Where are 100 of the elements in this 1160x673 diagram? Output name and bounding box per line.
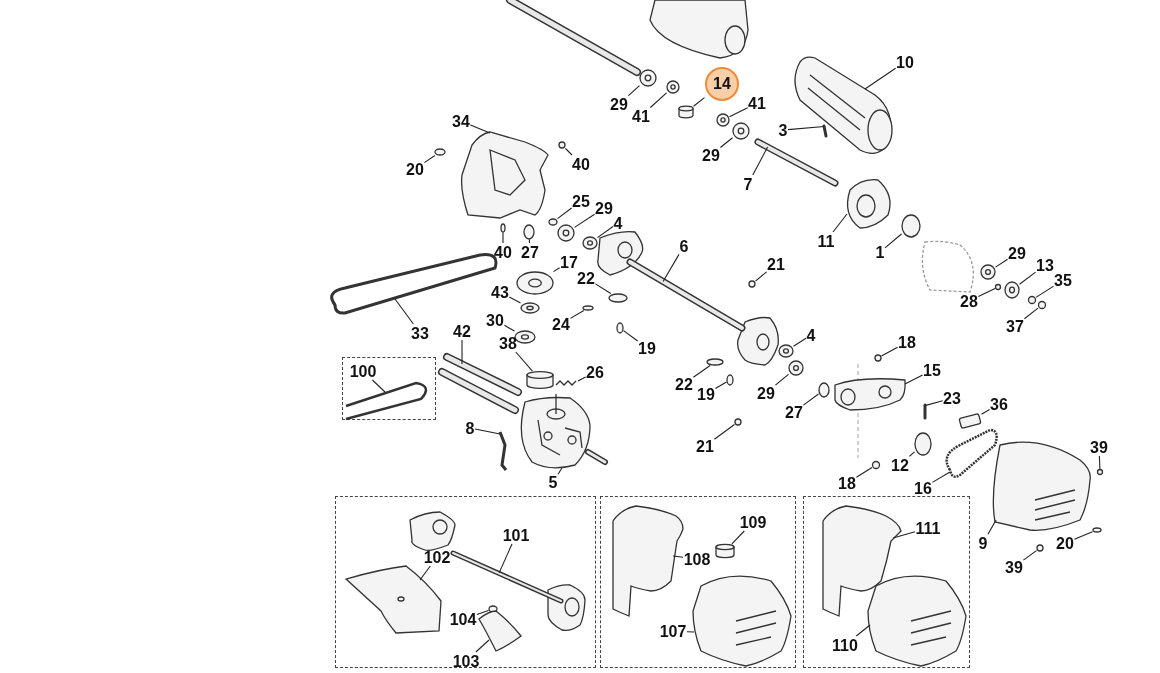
leader-line	[1035, 285, 1055, 298]
leader-line	[754, 271, 768, 282]
clip-icon	[706, 358, 724, 366]
leader-line	[476, 609, 490, 615]
nut-icon	[734, 418, 742, 426]
callout-number: 11	[817, 232, 835, 250]
callout-number: 35	[1054, 271, 1072, 289]
leader-line	[994, 258, 1009, 268]
screw-icon	[1096, 468, 1104, 476]
axle-drawing	[626, 258, 746, 332]
leader-line	[731, 530, 745, 545]
leader-line	[802, 393, 820, 406]
leader-line	[908, 451, 916, 457]
callout-number: 36	[990, 395, 1008, 413]
callout-number: 43	[491, 283, 509, 301]
wheel-hub-drawing	[846, 179, 891, 229]
pin-icon	[582, 305, 594, 311]
pin-icon	[500, 223, 506, 233]
leader-line	[719, 137, 734, 149]
leader-line	[596, 225, 614, 239]
axle-drawing	[450, 550, 564, 604]
pinion-icon	[914, 432, 932, 456]
leader-line	[855, 466, 873, 478]
leader-line	[1023, 307, 1039, 320]
leader-line	[892, 531, 916, 539]
screw-icon	[874, 354, 882, 362]
callout-number: 109	[739, 513, 767, 531]
callout-number: 6	[679, 237, 689, 255]
callout-number: 37	[1006, 317, 1024, 335]
callout-number: 29	[757, 384, 775, 402]
leader-line	[884, 233, 903, 249]
callout-number: 20	[406, 160, 424, 178]
leader-line	[515, 351, 533, 372]
leader-line	[569, 309, 585, 319]
callout-number: 25	[572, 192, 590, 210]
callout-number: 40	[494, 243, 512, 261]
retaining-ring-icon	[523, 224, 535, 240]
washer-icon	[716, 113, 730, 127]
leader-line	[672, 555, 684, 558]
leader-line	[556, 207, 573, 220]
bolt-icon	[1092, 527, 1102, 533]
leader-line	[564, 147, 573, 156]
callout-number: 18	[838, 474, 856, 492]
callout-number: 40	[572, 155, 590, 173]
leader-line	[469, 124, 491, 134]
callout-number: 7	[743, 175, 753, 193]
cover-drawing	[612, 505, 684, 617]
callout-number: 103	[452, 652, 480, 670]
bearing-icon	[732, 122, 750, 140]
leader-line	[692, 97, 706, 107]
chain-drawing	[945, 428, 998, 478]
nut-icon	[748, 280, 756, 288]
bracket-drawing	[478, 610, 522, 652]
leader-line	[987, 519, 997, 535]
highlighted-callout-number: 14	[705, 67, 739, 101]
callout-number: 38	[499, 334, 517, 352]
leader-line	[792, 337, 807, 347]
leader-line	[475, 639, 490, 653]
leader-line	[1073, 531, 1094, 540]
leader-line	[728, 107, 749, 118]
leader-line	[508, 296, 522, 304]
washer-icon	[778, 344, 794, 358]
callout-number: 18	[898, 333, 916, 351]
screw-icon	[871, 460, 881, 470]
leader-line	[498, 543, 513, 574]
leader-line	[864, 67, 897, 90]
leader-line	[904, 374, 924, 385]
leader-line	[1022, 550, 1038, 561]
callout-number: 41	[748, 94, 766, 112]
callout-number: 29	[595, 199, 613, 217]
bracket-drawing	[834, 378, 906, 411]
cover-drawing	[460, 131, 549, 219]
leader-line	[528, 238, 531, 244]
leader-line	[474, 428, 501, 435]
retaining-ring-icon	[818, 382, 830, 398]
callout-number: 27	[785, 403, 803, 421]
leader-line	[855, 624, 871, 637]
cover-drawing	[692, 575, 792, 667]
leader-line	[880, 346, 899, 357]
leader-line	[977, 287, 996, 298]
callout-number: 39	[1090, 438, 1108, 456]
callout-number: 5	[548, 473, 558, 491]
leader-line	[649, 92, 668, 109]
cover-drawing	[822, 505, 902, 617]
screw-icon	[616, 322, 624, 334]
leader-line	[1018, 271, 1037, 285]
callout-number: 30	[486, 311, 504, 329]
callout-number: 107	[659, 622, 687, 640]
leader-line	[502, 231, 504, 244]
leader-line	[557, 467, 563, 475]
callout-number: 100	[349, 362, 377, 380]
cover-drawing	[867, 575, 967, 667]
pin-icon	[558, 141, 566, 149]
callout-number: 10	[896, 53, 914, 71]
leader-line	[692, 364, 711, 378]
bearing-icon	[557, 224, 575, 242]
callout-number: 16	[914, 479, 932, 497]
callout-number: 23	[943, 389, 961, 407]
bolt-icon	[434, 148, 446, 156]
spring-drawing	[555, 380, 577, 386]
